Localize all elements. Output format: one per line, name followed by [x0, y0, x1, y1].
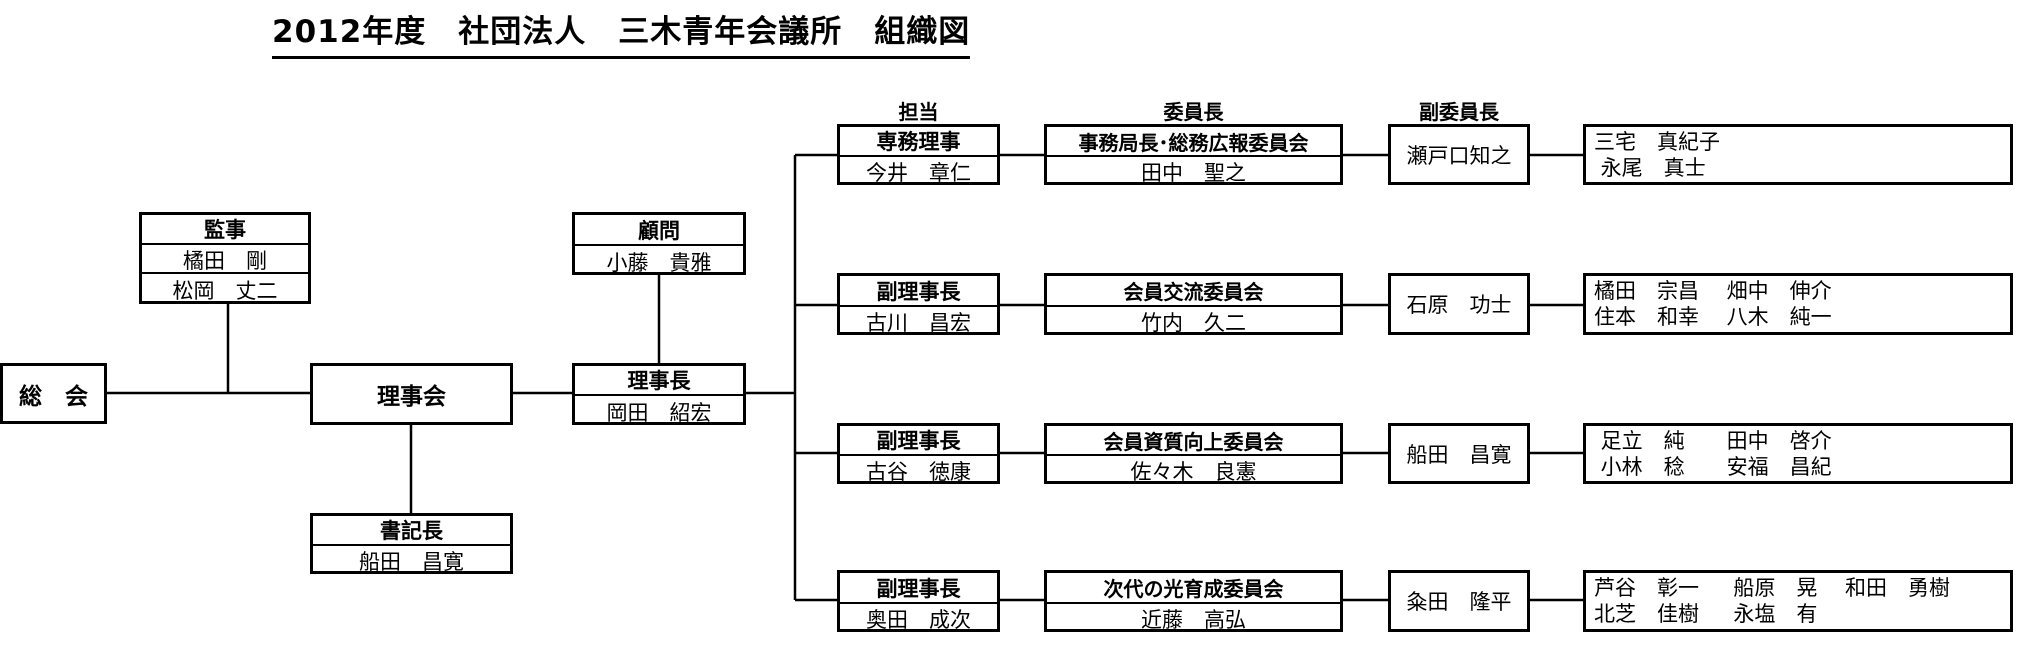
chart-title: 2012年度 社団法人 三木青年会議所 組織図 [272, 10, 971, 59]
row4-committee: 次代の光育成委員会 [1103, 577, 1284, 601]
header-fuku: 副委員長 [1419, 100, 1499, 124]
row4-vice: 粂田 隆平 [1388, 570, 1530, 632]
row3-chair: 佐々木 良憲 [1047, 454, 1340, 481]
row1-vice: 瀬戸口知之 [1388, 124, 1530, 185]
row2-person: 古川 昌宏 [840, 305, 997, 332]
header-tanto: 担当 [898, 100, 939, 124]
row4-person: 奥田 成次 [840, 602, 997, 629]
sokai-box: 総 会 [0, 363, 107, 424]
row3-vice: 船田 昌寛 [1388, 423, 1530, 484]
rijicho-box: 理事長 岡田 紹宏 [572, 363, 746, 425]
kanji-member-1: 橘田 剛 [142, 243, 308, 274]
shokicho-member: 船田 昌寛 [313, 544, 510, 571]
shokicho-label: 書記長 [380, 519, 443, 543]
row1-committee: 事務局長･総務広報委員会 [1078, 130, 1309, 155]
komon-box: 顧問 小藤 貴雅 [572, 212, 746, 275]
komon-label: 顧問 [638, 218, 680, 243]
row2-role-box: 副理事長 古川 昌宏 [837, 273, 1000, 335]
kanji-member-2: 松岡 丈二 [142, 272, 308, 301]
row4-members: 芦谷 彰一 船原 晃 和田 勇樹 北芝 佳樹 永塩 有 [1583, 570, 2013, 632]
row3-role-box: 副理事長 古谷 徳康 [837, 423, 1000, 484]
row4-role: 副理事長 [876, 576, 961, 601]
row1-chair: 田中 聖之 [1047, 155, 1340, 182]
row3-committee-box: 会員資質向上委員会 佐々木 良憲 [1044, 423, 1343, 484]
row2-role: 副理事長 [876, 279, 961, 304]
row1-person: 今井 章仁 [840, 155, 997, 182]
komon-member: 小藤 貴雅 [575, 244, 743, 272]
rijicho-label: 理事長 [627, 369, 691, 393]
row4-role-box: 副理事長 奥田 成次 [837, 570, 1000, 632]
row2-members: 橘田 宗昌 畑中 伸介 住本 和幸 八木 純一 [1583, 273, 2013, 335]
row1-committee-box: 事務局長･総務広報委員会 田中 聖之 [1044, 124, 1343, 185]
shokicho-box: 書記長 船田 昌寛 [310, 513, 513, 574]
row3-members: 足立 純 田中 啓介 小林 稔 安福 昌紀 [1583, 423, 2013, 484]
row3-committee: 会員資質向上委員会 [1103, 429, 1284, 454]
row4-committee-box: 次代の光育成委員会 近藤 高弘 [1044, 570, 1343, 632]
kanji-box: 監事 橘田 剛 松岡 丈二 [139, 212, 311, 304]
row3-person: 古谷 徳康 [840, 454, 997, 481]
row2-chair: 竹内 久二 [1047, 305, 1340, 332]
row2-committee: 会員交流委員会 [1123, 280, 1264, 304]
kanji-label: 監事 [204, 218, 246, 242]
row2-committee-box: 会員交流委員会 竹内 久二 [1044, 273, 1343, 335]
row1-role: 専務理事 [876, 130, 961, 154]
row1-role-box: 専務理事 今井 章仁 [837, 124, 1000, 185]
row1-members: 三宅 真紀子 永尾 真士 [1583, 124, 2013, 185]
row4-chair: 近藤 高弘 [1047, 602, 1340, 629]
rijicho-member: 岡田 紹宏 [575, 394, 743, 422]
header-iincho: 委員長 [1163, 100, 1224, 124]
row2-vice: 石原 功士 [1388, 273, 1530, 335]
row3-role: 副理事長 [876, 429, 961, 453]
rijikai-box: 理事会 [310, 363, 513, 425]
